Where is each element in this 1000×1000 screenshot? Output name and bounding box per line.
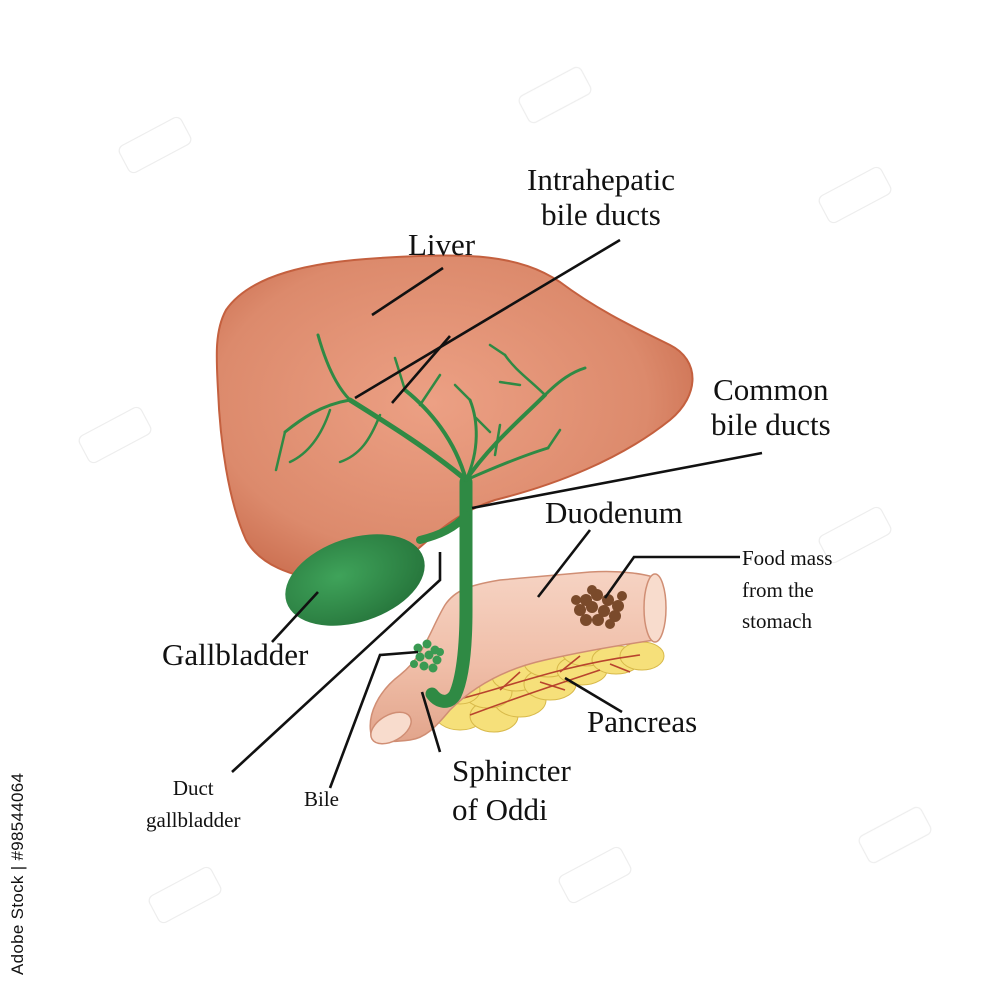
label-pancreas: Pancreas <box>587 705 697 740</box>
label-intrahepatic-bile-ducts: Intrahepatic bile ducts <box>527 163 675 232</box>
label-duct-gallbladder: Duct gallbladder <box>146 773 240 836</box>
label-duodenum: Duodenum <box>545 496 683 531</box>
label-liver: Liver <box>408 228 475 263</box>
label-bile: Bile <box>304 788 339 812</box>
label-gallbladder: Gallbladder <box>162 638 308 673</box>
liver-shape <box>217 255 693 582</box>
label-common-bile-ducts: Common bile ducts <box>711 373 831 442</box>
label-food-mass: Food mass from the stomach <box>742 543 832 638</box>
label-sphincter-of-oddi: Sphincter of Oddi <box>452 752 571 830</box>
duodenum-opening-right <box>644 574 666 642</box>
stock-id-text: Adobe Stock | #98544064 <box>8 773 28 975</box>
